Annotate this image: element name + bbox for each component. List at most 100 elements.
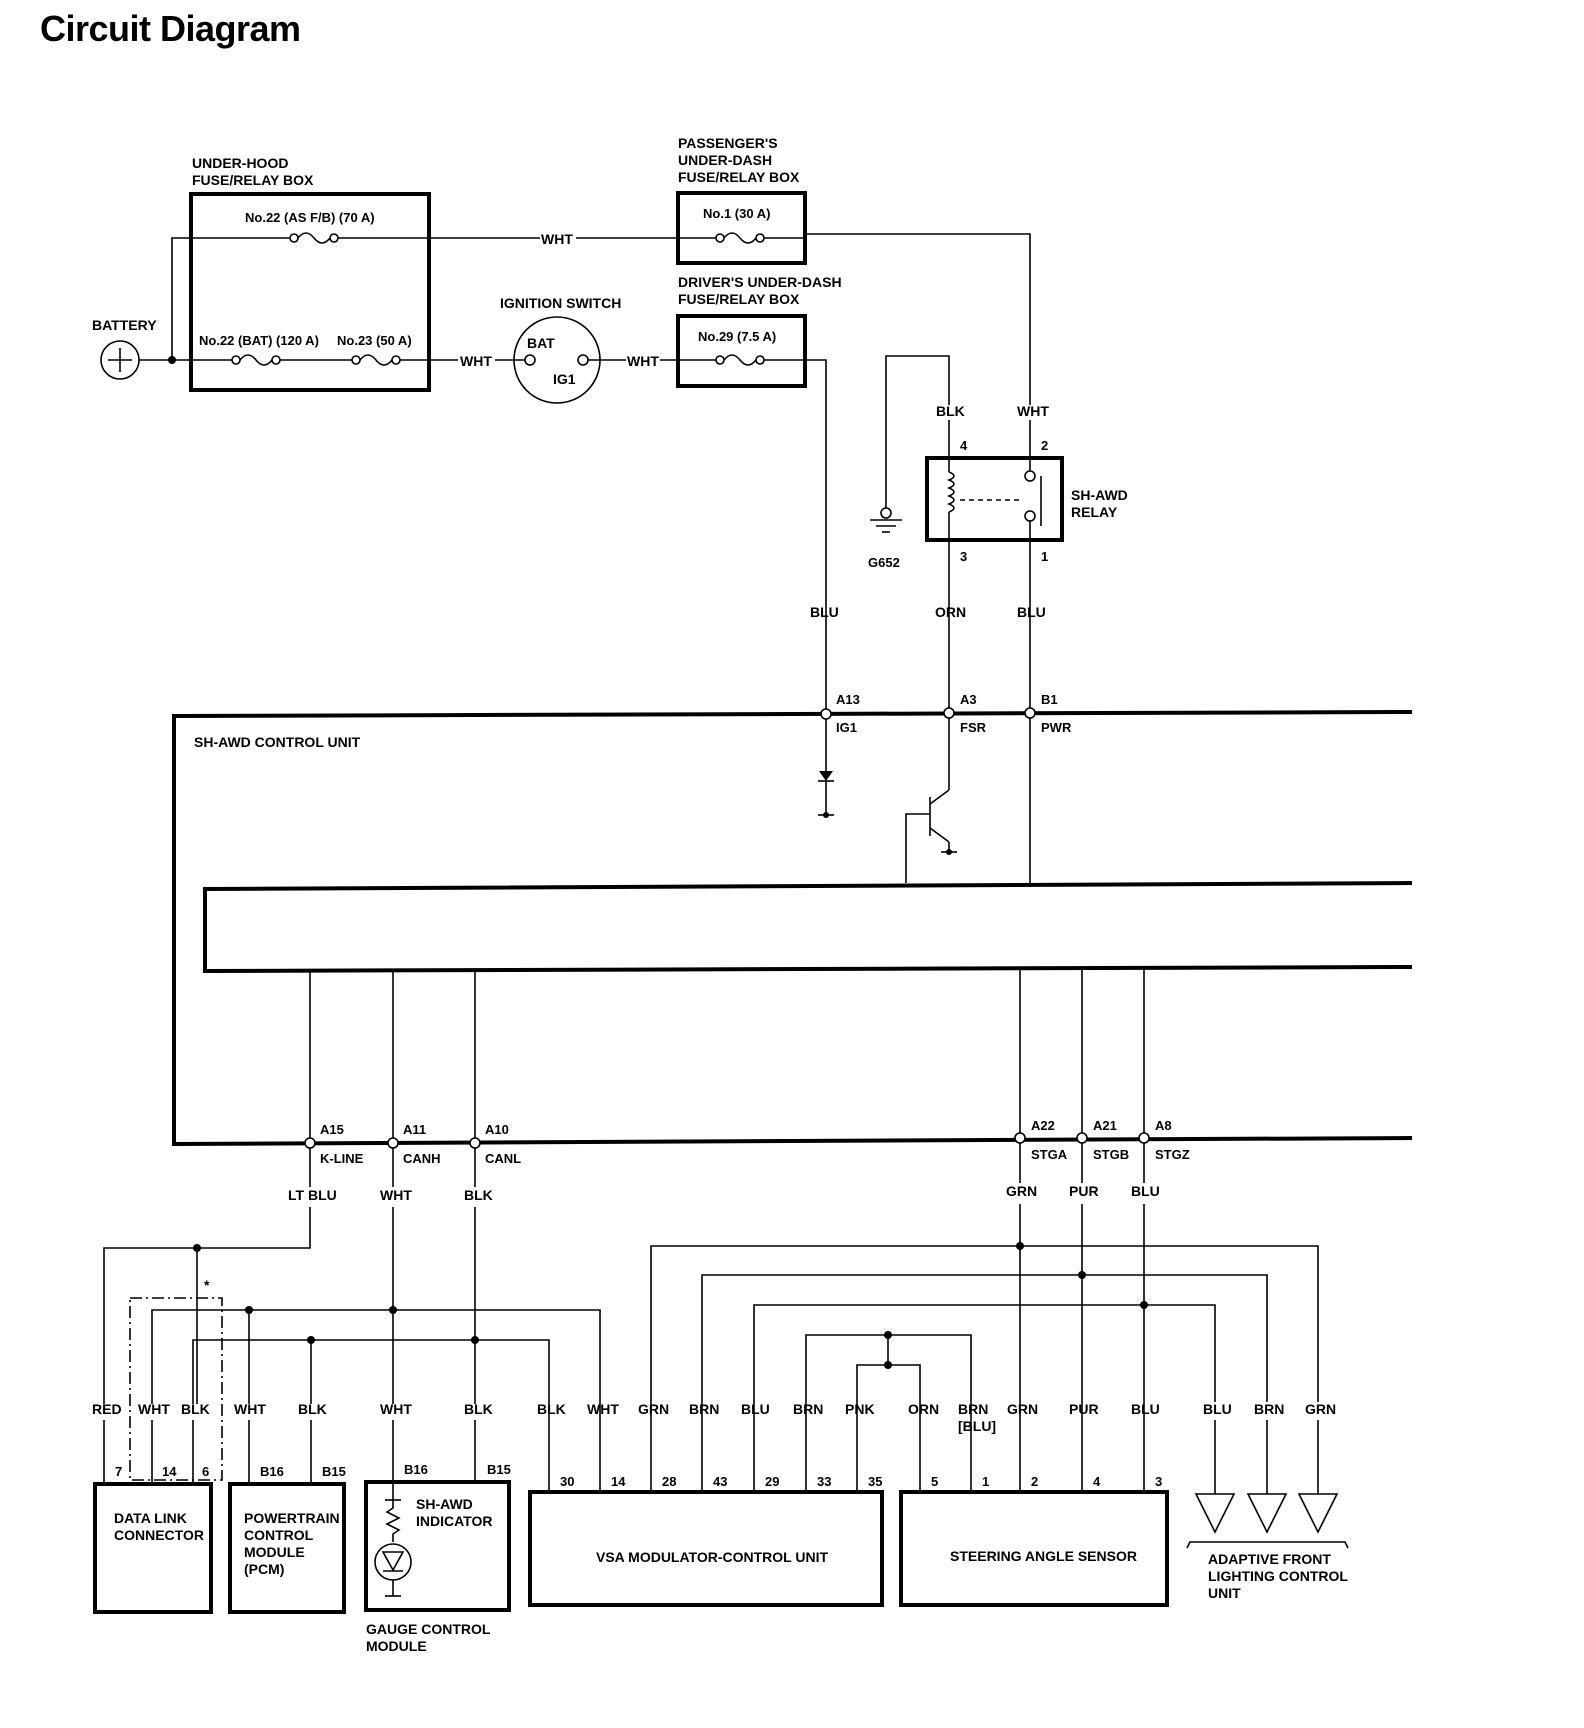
vsa-pin-43: 43 xyxy=(713,1474,727,1489)
pcm-name-3: MODULE xyxy=(244,1544,305,1560)
vsa-pin-28: 28 xyxy=(662,1474,676,1489)
wire-pur-sas: PUR xyxy=(1069,1401,1099,1417)
underhood-name-2: FUSE/RELAY BOX xyxy=(192,172,314,188)
wire-wht-relay: WHT xyxy=(1017,403,1049,419)
ignition-switch: BAT IG1 IGNITION SWITCH xyxy=(500,295,621,404)
wire-orn-sas: ORN xyxy=(908,1401,939,1417)
sh-awd-relay: 4 2 3 1 SH-AWD RELAY xyxy=(925,438,1128,564)
gauge-control-module: SH-AWD INDICATOR GAUGE CONTROL MODULE B1… xyxy=(364,1462,511,1654)
sh-awd-control-unit: SH-AWD CONTROL UNIT xyxy=(172,710,1413,1147)
wire-blu-stgz: BLU xyxy=(1131,1183,1160,1199)
term-a8: A8 xyxy=(1155,1118,1172,1133)
term-kline: K-LINE xyxy=(320,1151,364,1166)
sas-pin-2: 2 xyxy=(1031,1474,1038,1489)
vsa-pin-29: 29 xyxy=(765,1474,779,1489)
driver-fuse-box: DRIVER'S UNDER-DASH FUSE/RELAY BOX No.29… xyxy=(676,274,842,388)
wire-wht-canh: WHT xyxy=(380,1187,412,1203)
fuse-no1: No.1 (30 A) xyxy=(703,206,770,221)
driver-name-2: FUSE/RELAY BOX xyxy=(678,291,800,307)
passenger-name-1: PASSENGER'S xyxy=(678,135,778,151)
underhood-fuse-box: UNDER-HOOD FUSE/RELAY BOX No.22 (AS F/B)… xyxy=(189,155,431,392)
dlc-pin-14: 14 xyxy=(162,1464,177,1479)
fuse-22-bat: No.22 (BAT) (120 A) xyxy=(199,333,319,348)
wire-blu-pwr: BLU xyxy=(1017,604,1046,620)
underhood-name-1: UNDER-HOOD xyxy=(192,155,288,171)
pcm-pin-b15: B15 xyxy=(322,1464,346,1479)
ignition-switch-label: IGNITION SWITCH xyxy=(500,295,621,311)
wire-blk-gnd: BLK xyxy=(936,403,965,419)
wire-blk-pcm: BLK xyxy=(298,1401,327,1417)
term-a15: A15 xyxy=(320,1122,344,1137)
wire-blu-afl: BLU xyxy=(1203,1401,1232,1417)
dlc-pin-7: 7 xyxy=(115,1464,122,1479)
wire-wht-dlc: WHT xyxy=(138,1401,170,1417)
sas-pin-3: 3 xyxy=(1155,1474,1162,1489)
wire-pur-stgb: PUR xyxy=(1069,1183,1099,1199)
vsa-pin-14: 14 xyxy=(611,1474,626,1489)
wire-blk-vsa: BLK xyxy=(537,1401,566,1417)
control-unit-label: SH-AWD CONTROL UNIT xyxy=(194,734,361,750)
vsa-name: VSA MODULATOR-CONTROL UNIT xyxy=(596,1549,828,1565)
powertrain-control-module: POWERTRAIN CONTROL MODULE (PCM) B16 B15 xyxy=(228,1464,346,1614)
page-title: Circuit Diagram xyxy=(40,8,301,49)
dlc-pin-6: 6 xyxy=(202,1464,209,1479)
term-stga: STGA xyxy=(1031,1147,1068,1162)
term-canh: CANH xyxy=(403,1151,441,1166)
wire-brn-vsa-33: BRN xyxy=(793,1401,823,1417)
vsa-modulator-control-unit: VSA MODULATOR-CONTROL UNIT 30 14 28 43 2… xyxy=(528,1474,884,1607)
sas-name: STEERING ANGLE SENSOR xyxy=(950,1548,1137,1564)
gauge-name-1: GAUGE CONTROL xyxy=(366,1621,491,1637)
wire-brn-sas-alt: [BLU] xyxy=(958,1418,996,1434)
relay-name-2: RELAY xyxy=(1071,504,1118,520)
term-a21: A21 xyxy=(1093,1118,1117,1133)
wire-blu-ig1: BLU xyxy=(810,604,839,620)
ign-bat: BAT xyxy=(527,335,555,351)
fuse-no29: No.29 (7.5 A) xyxy=(698,329,776,344)
vsa-pin-35: 35 xyxy=(868,1474,882,1489)
pcm-pin-b16: B16 xyxy=(260,1464,284,1479)
term-b1: B1 xyxy=(1041,692,1058,707)
gauge-pin-b15: B15 xyxy=(487,1462,511,1477)
passenger-name-3: FUSE/RELAY BOX xyxy=(678,169,800,185)
term-canl: CANL xyxy=(485,1151,521,1166)
wire-wht-pcm: WHT xyxy=(234,1401,266,1417)
dlc-name-1: DATA LINK xyxy=(114,1510,187,1526)
term-a11: A11 xyxy=(403,1122,426,1137)
battery: BATTERY xyxy=(92,317,157,380)
gauge-pin-b16: B16 xyxy=(404,1462,428,1477)
data-link-connector: DATA LINK CONNECTOR 7 14 6 xyxy=(93,1464,213,1614)
wire-blu-sas: BLU xyxy=(1131,1401,1160,1417)
wire-blk-canl: BLK xyxy=(464,1187,493,1203)
afl-name-1: ADAPTIVE FRONT xyxy=(1208,1551,1331,1567)
passenger-name-2: UNDER-DASH xyxy=(678,152,772,168)
term-a22: A22 xyxy=(1031,1118,1055,1133)
afl-name-3: UNIT xyxy=(1208,1585,1241,1601)
relay-pin-4: 4 xyxy=(960,438,968,453)
wire-grn-stga: GRN xyxy=(1006,1183,1037,1199)
term-pwr: PWR xyxy=(1041,720,1072,735)
wire-blk-dlc: BLK xyxy=(181,1401,210,1417)
sas-pin-4: 4 xyxy=(1093,1474,1101,1489)
relay-pin-2: 2 xyxy=(1041,438,1048,453)
adaptive-front-lighting-unit: ADAPTIVE FRONT LIGHTING CONTROL UNIT xyxy=(1186,1493,1349,1601)
fuse-23: No.23 (50 A) xyxy=(337,333,412,348)
sas-pin-1: 1 xyxy=(982,1474,989,1489)
wire-grn-vsa: GRN xyxy=(638,1401,669,1417)
pcm-name-1: POWERTRAIN xyxy=(244,1510,340,1526)
wire-blu-vsa: BLU xyxy=(741,1401,770,1417)
wire-wht-top: WHT xyxy=(541,231,573,247)
wire-ltblu: LT BLU xyxy=(288,1187,337,1203)
wire-wht-ign-out: WHT xyxy=(627,353,659,369)
ign-ig1: IG1 xyxy=(553,371,576,387)
term-a10: A10 xyxy=(485,1122,509,1137)
wire-wht-vsa: WHT xyxy=(587,1401,619,1417)
ground-label: G652 xyxy=(868,555,900,570)
fuse-22-asfb: No.22 (AS F/B) (70 A) xyxy=(245,210,375,225)
wire-wht-gauge: WHT xyxy=(380,1401,412,1417)
steering-angle-sensor: STEERING ANGLE SENSOR 5 1 2 4 3 xyxy=(899,1474,1169,1607)
wire-wht-ign-in: WHT xyxy=(460,353,492,369)
term-a3: A3 xyxy=(960,692,977,707)
term-stgb: STGB xyxy=(1093,1147,1129,1162)
pcm-name-4: (PCM) xyxy=(244,1561,284,1577)
relay-name-1: SH-AWD xyxy=(1071,487,1128,503)
